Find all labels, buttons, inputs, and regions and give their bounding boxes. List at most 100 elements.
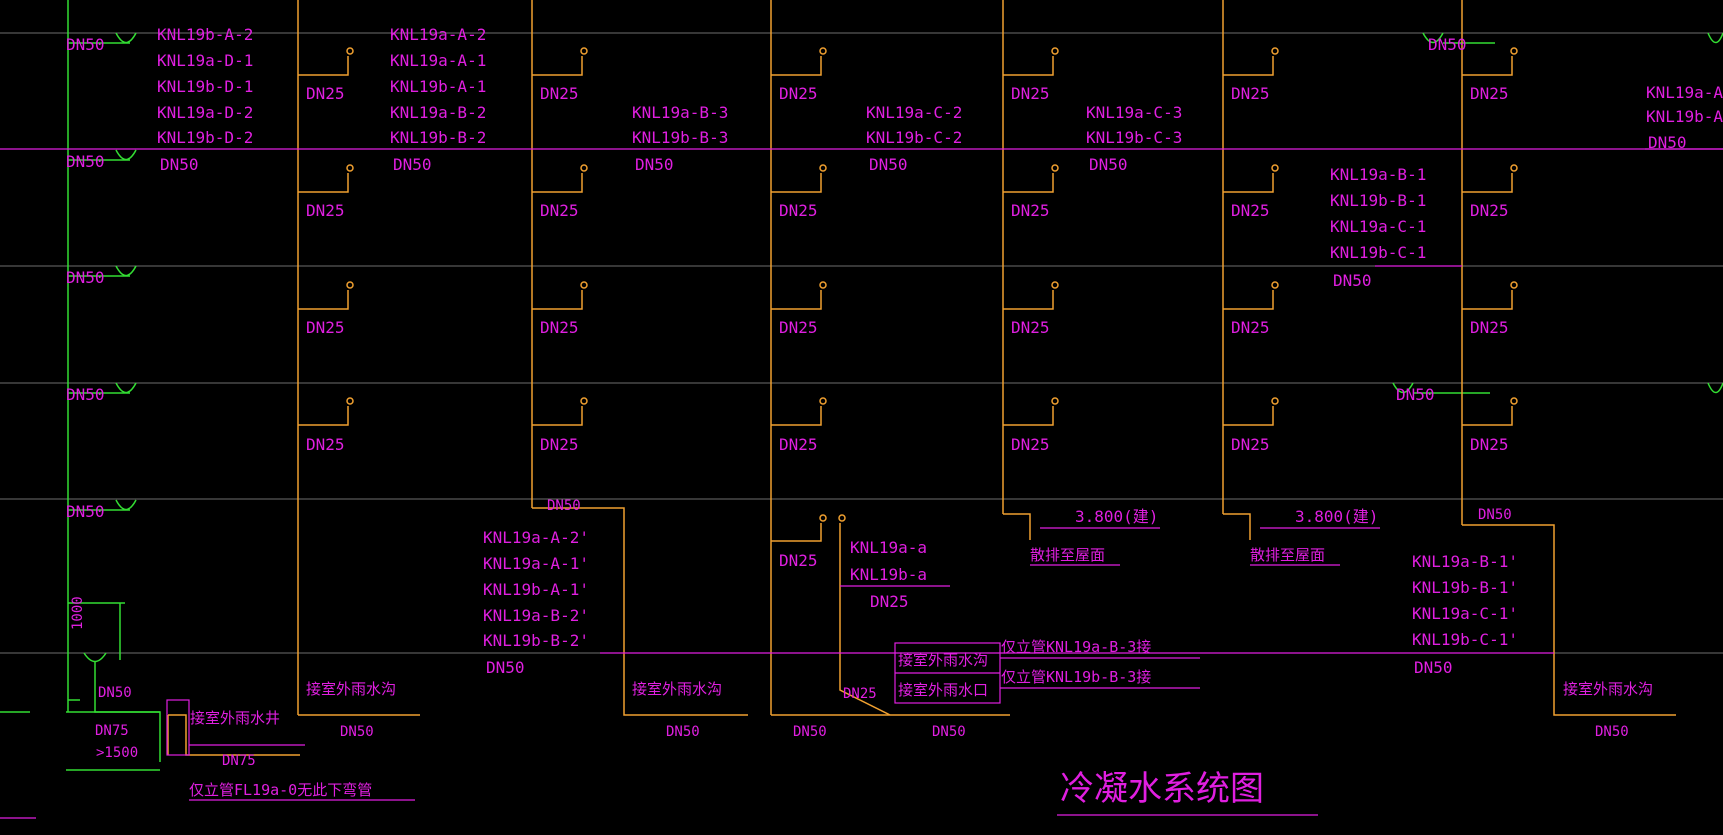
elevation-label: 3.800(建)	[1295, 507, 1378, 526]
col1-top-labels: KNL19b-A-2 KNL19a-D-1 KNL19b-D-1 KNL19a-…	[157, 25, 253, 174]
dn25-label: DN25	[1470, 201, 1509, 220]
col6-bottom-size: DN50	[1414, 658, 1453, 677]
riser-fl-note: 仅立管FL19a-0无此下弯管	[189, 781, 372, 799]
col4-mid-size: DN25	[870, 592, 909, 611]
dn50-label: DN50	[1595, 724, 1629, 740]
col3-label: KNL19b-B-3	[632, 128, 728, 147]
col3-size: DN50	[635, 155, 674, 174]
drain-notes: 接室外雨水沟 接室外雨水沟 接室外雨水沟 接室外雨水井 接室外雨水沟 接室外雨水…	[70, 507, 1653, 799]
col6-label: KNL19b-C-1	[1330, 243, 1426, 262]
condensate-risers	[167, 0, 1676, 756]
col6-label: KNL19b-B-1	[1330, 191, 1426, 210]
col4-label: KNL19b-C-2	[866, 128, 962, 147]
col6-label: KNL19a-C-1	[1330, 217, 1426, 236]
dn25-label: DN25	[1470, 435, 1509, 454]
col6-bottom-label: KNL19b-C-1'	[1412, 630, 1518, 649]
dn25-label: DN25	[779, 84, 818, 103]
ditch-note: 接室外雨水沟	[632, 680, 722, 698]
col2-label: KNL19a-A-2	[390, 25, 486, 44]
dn25-label: DN25	[540, 201, 579, 220]
dn50-label: DN50	[98, 685, 132, 701]
riser-b3-note: 仅立管KNL19a-B-3接	[1001, 638, 1151, 656]
col5-size: DN50	[1089, 155, 1128, 174]
label-leaders	[0, 148, 1723, 819]
col4-label: KNL19a-C-2	[866, 103, 962, 122]
col4-mid-label: KNL19a-a	[850, 538, 927, 557]
dn75-label: DN75	[95, 723, 129, 739]
dn25-label: DN25	[779, 318, 818, 337]
col6-size: DN50	[1333, 271, 1372, 290]
well-note: 接室外雨水井	[190, 709, 280, 727]
dn25-label: DN25	[1011, 435, 1050, 454]
dn25-label: DN25	[779, 435, 818, 454]
dn50-label: DN50	[66, 385, 105, 404]
roof-note: 散排至屋面	[1250, 546, 1325, 564]
col2-size: DN50	[393, 155, 432, 174]
ditch-box-label: 接室外雨水沟	[898, 651, 988, 669]
dn50-label: DN50	[66, 502, 105, 521]
green-main-riser	[0, 0, 1723, 771]
dn25-label: DN25	[306, 318, 345, 337]
col1-label: KNL19a-D-2	[157, 103, 253, 122]
dn25-label: DN25	[843, 686, 877, 702]
col7-label: KNL19a-A-3	[1646, 83, 1723, 102]
col2-top-labels: KNL19a-A-2 KNL19a-A-1 KNL19b-A-1 KNL19a-…	[390, 25, 486, 174]
roof-note: 散排至屋面	[1030, 546, 1105, 564]
dn50-label: DN50	[547, 498, 581, 514]
col6-bottom-label: KNL19b-B-1'	[1412, 578, 1518, 597]
dn25-label: DN25	[1011, 201, 1050, 220]
col6-bottom-label: KNL19a-C-1'	[1412, 604, 1518, 623]
dn50-label: DN50	[666, 724, 700, 740]
col2-bottom-labels: KNL19a-A-2' KNL19a-A-1' KNL19b-A-1' KNL1…	[483, 528, 589, 677]
dn25-label: DN25	[779, 551, 818, 570]
dim-1500: >1500	[96, 745, 138, 761]
col1-label: KNL19b-D-2	[157, 128, 253, 147]
dn50-label: DN50	[340, 724, 374, 740]
dim-1000: 1000	[70, 596, 86, 630]
dn25-label: DN25	[540, 318, 579, 337]
dn25-label: DN25	[1231, 84, 1270, 103]
dn50-label: DN50	[793, 724, 827, 740]
dn75-label: DN75	[222, 753, 256, 769]
col1-label: KNL19b-A-2	[157, 25, 253, 44]
dn25-label: DN25	[1470, 84, 1509, 103]
col3-label: KNL19a-B-3	[632, 103, 728, 122]
col2-label: KNL19a-B-2	[390, 103, 486, 122]
dn25-label: DN25	[540, 84, 579, 103]
dn25-label: DN25	[540, 435, 579, 454]
dn25-label: DN25	[1231, 435, 1270, 454]
dn25-label: DN25	[1231, 201, 1270, 220]
drawing-title: 冷凝水系统图	[1060, 769, 1264, 809]
col4-mid-labels: KNL19a-a KNL19b-a DN25	[850, 538, 927, 611]
col7-top-labels: KNL19a-A-3 KNL19b-A-3 DN50	[1646, 83, 1723, 152]
col4-top-labels: KNL19a-C-2 KNL19b-C-2 DN50	[866, 103, 962, 174]
col2-label: KNL19a-A-1	[390, 51, 486, 70]
col7-size: DN50	[1648, 133, 1687, 152]
dn25-label: DN25	[306, 435, 345, 454]
col5-label: KNL19b-C-3	[1086, 128, 1182, 147]
dn25-label: DN25	[1011, 318, 1050, 337]
col5-top-labels: KNL19a-C-3 KNL19b-C-3 DN50	[1086, 103, 1182, 174]
dn50-label: DN50	[932, 724, 966, 740]
col4-size: DN50	[869, 155, 908, 174]
elevation-label: 3.800(建)	[1075, 507, 1158, 526]
inlet-box-label: 接室外雨水口	[898, 681, 988, 699]
col6-bottom-labels: KNL19a-B-1' KNL19b-B-1' KNL19a-C-1' KNL1…	[1412, 552, 1518, 677]
col2-bottom-size: DN50	[486, 658, 525, 677]
col2-bottom-label: KNL19b-A-1'	[483, 580, 589, 599]
dn50-label: DN50	[66, 35, 105, 54]
col5-label: KNL19a-C-3	[1086, 103, 1182, 122]
col3-top-labels: KNL19a-B-3 KNL19b-B-3 DN50	[632, 103, 728, 174]
col2-bottom-label: KNL19a-A-1'	[483, 554, 589, 573]
ditch-note: 接室外雨水沟	[1563, 680, 1653, 698]
dn50-label: DN50	[1428, 35, 1467, 54]
ditch-note: 接室外雨水沟	[306, 680, 396, 698]
dn25-label: DN25	[1470, 318, 1509, 337]
col1-label: KNL19b-D-1	[157, 77, 253, 96]
dn25-label: DN25	[1231, 318, 1270, 337]
col6-bottom-label: KNL19a-B-1'	[1412, 552, 1518, 571]
riser-b3b-note: 仅立管KNL19b-B-3接	[1001, 668, 1151, 686]
branch-size-labels: DN25 DN25 DN25 DN25 DN25 DN25 DN25 DN25 …	[66, 35, 1629, 769]
dn25-label: DN25	[306, 201, 345, 220]
